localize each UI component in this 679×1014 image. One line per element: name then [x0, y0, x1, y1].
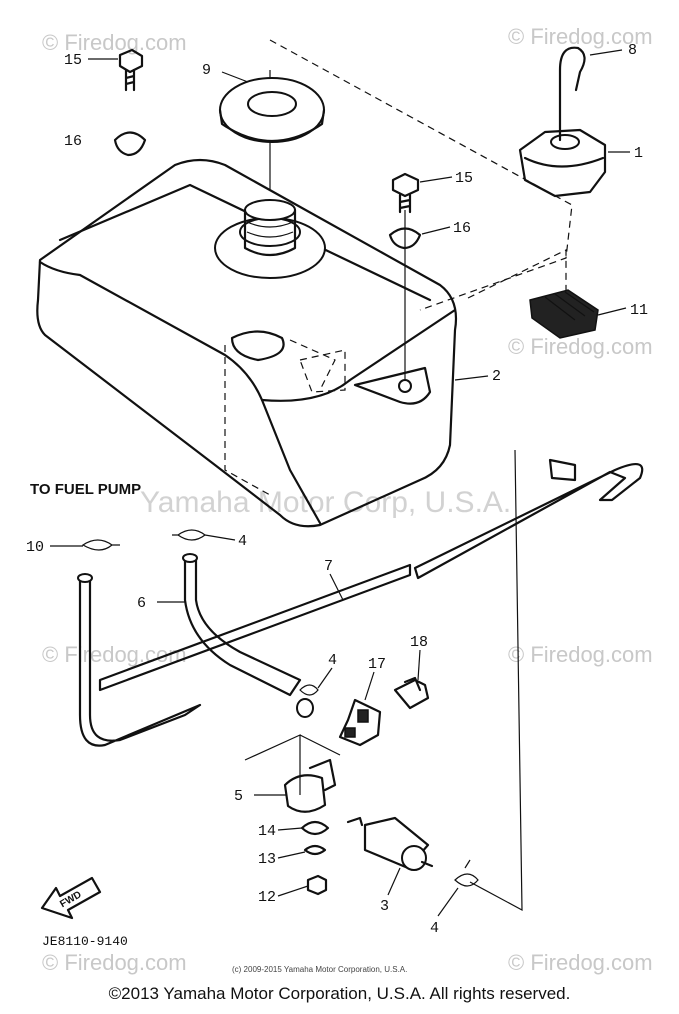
leader-14 — [277, 827, 303, 831]
leader-7 — [329, 573, 344, 601]
guide-line-left — [224, 345, 271, 496]
leader-8 — [589, 49, 623, 56]
leader-12 — [277, 885, 309, 897]
washer-13 — [303, 844, 327, 856]
callout-16-top: 16 — [64, 133, 82, 150]
small-copyright: (c) 2009-2015 Yamaha Motor Corporation, … — [232, 965, 407, 974]
leader-2 — [454, 375, 489, 381]
to-fuel-pump-heading: TO FUEL PUMP — [30, 481, 141, 498]
clip-10 — [81, 539, 120, 551]
bolt-right — [391, 172, 420, 214]
guide-line-clamp — [244, 734, 341, 795]
clip-4-middle — [299, 684, 319, 696]
fuel-cap — [518, 128, 607, 198]
fuel-line-tail — [413, 462, 644, 580]
callout-17: 17 — [368, 656, 386, 673]
leader-11 — [597, 307, 627, 316]
bolt-top-left — [118, 48, 144, 92]
leader-4a — [204, 534, 236, 541]
callout-2: 2 — [492, 368, 501, 385]
grommet-right — [388, 227, 422, 250]
callout-6: 6 — [137, 595, 146, 612]
watermark-lower-left: © Firedog.com — [42, 642, 187, 667]
guide-line-right — [469, 449, 523, 912]
callout-8: 8 — [628, 42, 637, 59]
fuel-tank — [36, 158, 458, 528]
callout-3: 3 — [380, 898, 389, 915]
bracket — [338, 698, 382, 747]
watermark-bottom-right: © Firedog.com — [508, 950, 653, 975]
fuel-hose-middle — [183, 558, 302, 697]
leader-4c — [437, 887, 459, 917]
washer-14 — [300, 820, 330, 836]
watermark-center: Yamaha Motor Corp, U.S.A. — [140, 486, 511, 519]
callout-7: 7 — [324, 558, 333, 575]
fuel-line-end — [548, 458, 577, 482]
leader-4b — [317, 667, 333, 689]
grommet-top-left — [113, 131, 147, 157]
watermark-mid-right: © Firedog.com — [508, 334, 653, 359]
fwd-arrow-icon: FWD — [40, 876, 102, 920]
callout-5: 5 — [234, 788, 243, 805]
leader-9 — [221, 71, 249, 83]
clip-4-lower — [454, 859, 479, 887]
footer-copyright: ©2013 Yamaha Motor Corporation, U.S.A. A… — [108, 984, 571, 1003]
guide-line-bracket — [289, 339, 336, 391]
breather-hose — [558, 46, 586, 142]
diagram-code: JE8110-9140 — [42, 934, 128, 949]
callout-10: 10 — [26, 539, 44, 556]
callout-11: 11 — [630, 302, 648, 319]
leader-18 — [417, 649, 421, 681]
callout-15-top: 15 — [64, 52, 82, 69]
hose-end — [296, 698, 314, 718]
leader-3 — [387, 867, 401, 896]
callout-18: 18 — [410, 634, 428, 651]
callout-1: 1 — [634, 145, 643, 162]
leader-17 — [364, 671, 375, 701]
callout-12: 12 — [258, 889, 276, 906]
leader-16b — [421, 226, 451, 235]
clamp — [283, 758, 337, 813]
watermark-bottom-left: © Firedog.com — [42, 950, 187, 975]
clip-4-upper — [172, 529, 206, 541]
watermark-top-left: © Firedog.com — [42, 30, 187, 55]
watermark-top-right: © Firedog.com — [508, 24, 653, 49]
leader-13 — [277, 851, 306, 859]
bolt-18 — [393, 676, 430, 710]
filler-seal — [218, 77, 326, 143]
guide-line-cap — [269, 39, 573, 311]
callout-13: 13 — [258, 851, 276, 868]
callout-4-lower: 4 — [430, 920, 439, 937]
callout-16-right: 16 — [453, 220, 471, 237]
watermark-lower-right: © Firedog.com — [508, 642, 653, 667]
callout-4-upper: 4 — [238, 533, 247, 550]
leader-15b — [419, 176, 453, 183]
fwd-label: FWD — [58, 889, 83, 910]
fuel-filter — [346, 816, 434, 871]
fuel-line-main — [98, 563, 412, 692]
bolt-12 — [306, 874, 328, 896]
callout-4-middle: 4 — [328, 652, 337, 669]
rubber-pad — [529, 289, 599, 339]
callout-9: 9 — [202, 62, 211, 79]
callout-14: 14 — [258, 823, 276, 840]
fuel-hose-left — [78, 578, 202, 747]
callout-15-right: 15 — [455, 170, 473, 187]
